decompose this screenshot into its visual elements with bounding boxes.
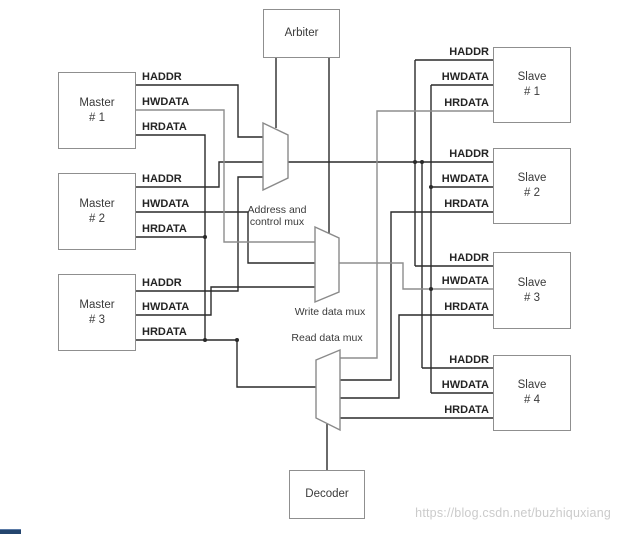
junction-dot (429, 185, 433, 189)
master1-num: # 1 (89, 111, 105, 124)
read-mux-output-wire (136, 339, 316, 388)
slave3-hwdata-label: HWDATA (441, 275, 489, 287)
address-control-mux-label-line1: Address and (247, 204, 307, 216)
master3-hwdata-wire (136, 286, 315, 316)
slave3-name: Slave (517, 276, 547, 289)
decoder-box: Decoder (289, 470, 365, 519)
master2-haddr-label: HADDR (142, 173, 182, 185)
slave1-box: Slave # 1 (493, 47, 571, 123)
slave2-name: Slave (517, 172, 547, 184)
junction-dot (413, 160, 417, 164)
slave3-num: # 3 (524, 291, 540, 304)
slave3-hrdata-wire (340, 314, 493, 399)
slave1-name: Slave (517, 71, 547, 83)
master2-hwdata-label: HWDATA (142, 198, 190, 210)
master1-haddr-label: HADDR (142, 71, 182, 83)
slave2-hrdata-wire (340, 211, 493, 381)
master3-haddr-wire (136, 176, 264, 292)
decoder-label: Decoder (305, 488, 349, 500)
master2-hwdata-wire (136, 211, 315, 264)
master1-name: Master (79, 96, 115, 109)
write-mux-output-wire (339, 262, 493, 290)
address-control-mux-label-line2: control mux (249, 216, 305, 228)
write-data-mux-shape (314, 225, 340, 304)
master1-box: Master # 1 (58, 72, 136, 149)
slave2-box: Slave # 2 (493, 148, 571, 224)
master3-num: # 3 (89, 313, 105, 326)
master1-hwdata-label: HWDATA (142, 96, 190, 108)
master2-num: # 2 (89, 212, 105, 225)
slave2-num: # 2 (524, 187, 540, 199)
slave4-num: # 4 (524, 394, 540, 406)
slave1-haddr-label: HADDR (449, 46, 489, 58)
read-data-mux-shape (315, 348, 341, 432)
address-control-mux-label: Address and control mux (217, 204, 337, 228)
slave1-hrdata-wire (340, 110, 493, 359)
slave2-haddr-label: HADDR (449, 148, 489, 160)
master2-box: Master # 2 (58, 173, 136, 250)
master1-hrdata-label: HRDATA (142, 121, 187, 133)
slave3-hrdata-label: HRDATA (444, 301, 489, 313)
slave2-hwdata-label: HWDATA (441, 173, 489, 185)
master3-name: Master (79, 298, 115, 311)
junction-dot (203, 338, 207, 342)
slave2-hrdata-label: HRDATA (444, 198, 489, 210)
arbiter-label: Arbiter (284, 27, 319, 39)
csdn-watermark: https://blog.csdn.net/buzhiquxiang (415, 506, 611, 520)
junction-dot (429, 287, 433, 291)
master2-name: Master (79, 197, 115, 210)
slave1-hwdata-label: HWDATA (441, 71, 489, 83)
master1-hwdata-wire (136, 109, 315, 243)
master2-haddr-wire (136, 161, 264, 188)
junction-dot (420, 160, 424, 164)
master1-haddr-wire (136, 84, 264, 138)
junction-dot (235, 338, 239, 342)
slave4-hrdata-label: HRDATA (444, 404, 489, 416)
slave1-hrdata-label: HRDATA (444, 97, 489, 109)
write-data-mux-label: Write data mux (294, 306, 366, 318)
arbiter-box: Arbiter (263, 9, 340, 58)
slave3-haddr-label: HADDR (449, 252, 489, 264)
master3-hrdata-label: HRDATA (142, 326, 187, 338)
slave4-box: Slave # 4 (493, 355, 571, 431)
slave4-hwdata-label: HWDATA (441, 379, 489, 391)
master2-hrdata-label: HRDATA (142, 223, 187, 235)
junction-dot (203, 235, 207, 239)
page-corner-artifact (0, 529, 21, 534)
master1-hrdata-wire (136, 134, 206, 340)
slave4-name: Slave (517, 379, 547, 391)
master3-haddr-label: HADDR (142, 277, 182, 289)
read-data-mux-label: Read data mux (291, 332, 363, 344)
master3-box: Master # 3 (58, 274, 136, 351)
slave4-haddr-label: HADDR (449, 354, 489, 366)
slave3-box: Slave # 3 (493, 252, 571, 329)
slave1-num: # 1 (524, 86, 540, 98)
master3-hwdata-label: HWDATA (142, 301, 190, 313)
address-control-mux-shape (262, 121, 289, 192)
